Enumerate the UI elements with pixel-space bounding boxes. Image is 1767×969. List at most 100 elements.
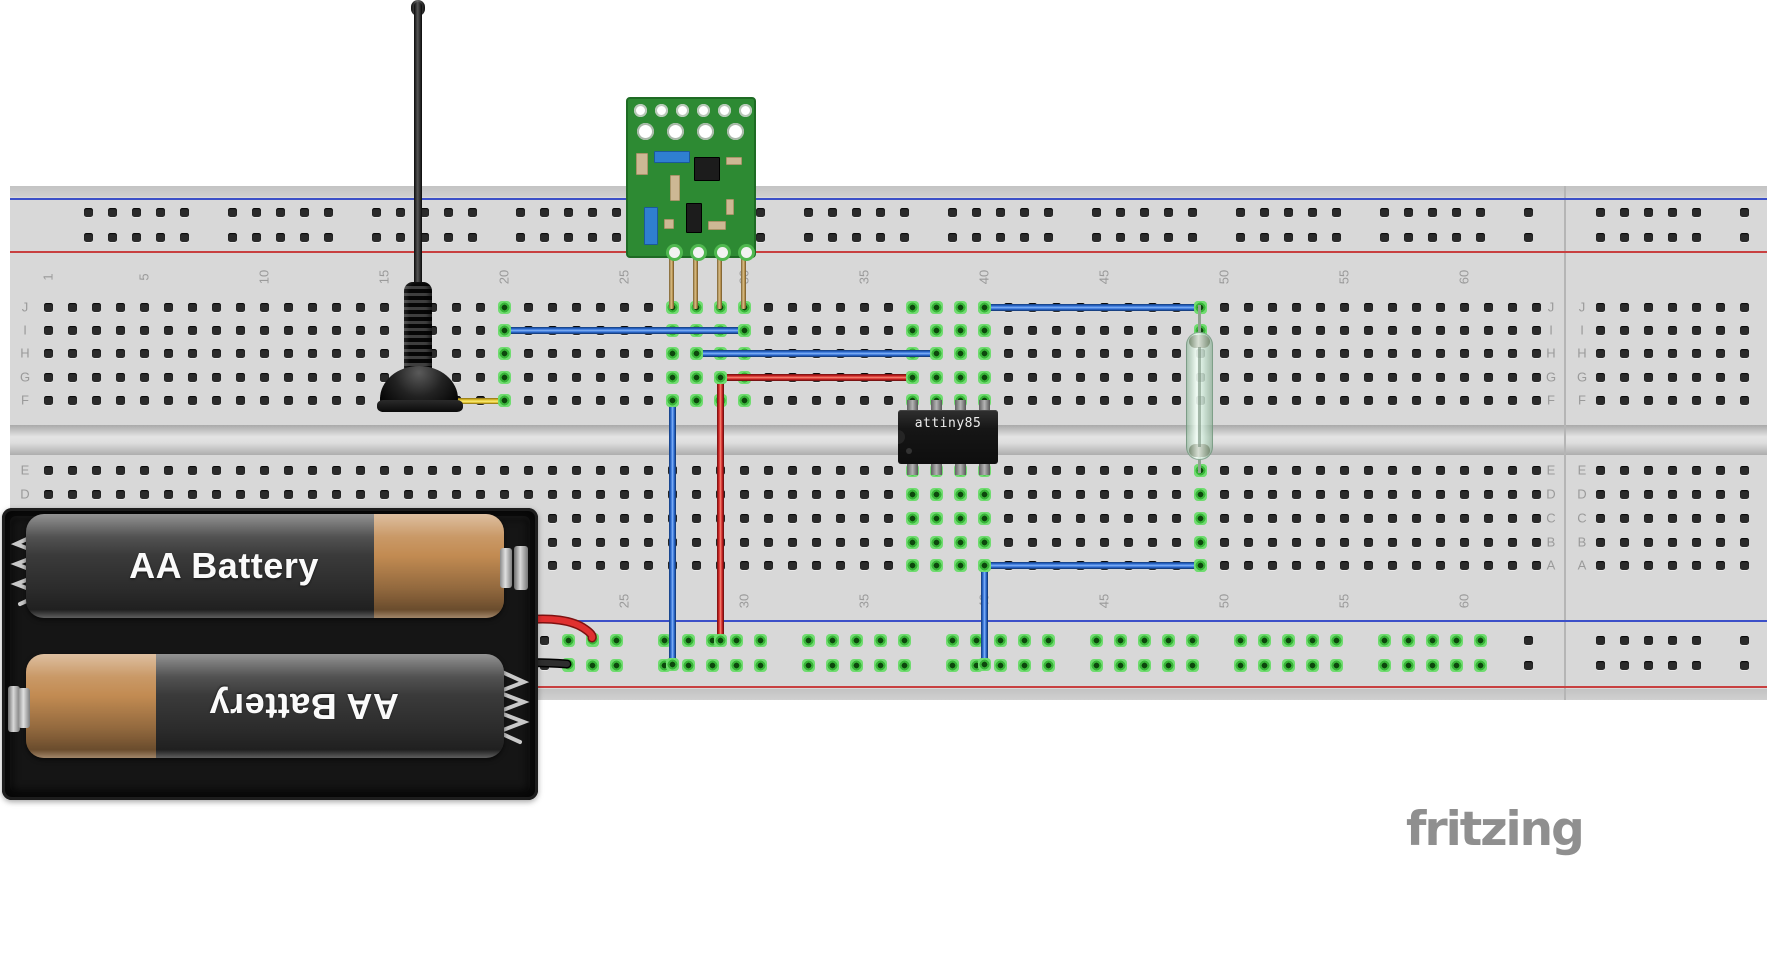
breadboard-hole[interactable] — [523, 302, 533, 312]
breadboard-hole[interactable] — [643, 489, 653, 499]
breadboard-hole[interactable] — [1595, 325, 1605, 335]
breadboard-hole[interactable] — [331, 489, 341, 499]
breadboard-hole[interactable] — [547, 560, 557, 570]
breadboard-hole[interactable] — [299, 232, 309, 242]
breadboard-hole[interactable] — [1051, 348, 1061, 358]
breadboard-hole[interactable] — [1363, 372, 1373, 382]
breadboard-hole[interactable] — [587, 207, 597, 217]
breadboard-hole[interactable] — [1123, 489, 1133, 499]
breadboard-hole[interactable] — [1691, 465, 1701, 475]
breadboard-hole[interactable] — [187, 348, 197, 358]
breadboard-hole[interactable] — [1027, 348, 1037, 358]
breadboard-hole[interactable] — [355, 465, 365, 475]
breadboard-hole[interactable] — [43, 395, 53, 405]
breadboard-hole[interactable] — [1363, 325, 1373, 335]
breadboard-hole[interactable] — [1507, 372, 1517, 382]
breadboard-hole[interactable] — [1435, 395, 1445, 405]
breadboard-hole[interactable] — [379, 325, 389, 335]
breadboard-hole[interactable] — [283, 325, 293, 335]
breadboard-hole[interactable] — [1643, 207, 1653, 217]
breadboard-hole[interactable] — [1283, 232, 1293, 242]
breadboard-hole[interactable] — [1691, 372, 1701, 382]
breadboard-hole[interactable] — [139, 372, 149, 382]
breadboard-hole[interactable] — [91, 302, 101, 312]
breadboard-hole[interactable] — [755, 207, 765, 217]
breadboard-hole[interactable] — [947, 232, 957, 242]
breadboard-hole[interactable] — [643, 560, 653, 570]
jumper-wire-blue-reed-gnd-horizontal[interactable] — [981, 562, 1203, 569]
breadboard-hole[interactable] — [235, 325, 245, 335]
breadboard-hole[interactable] — [1667, 348, 1677, 358]
breadboard-hole[interactable] — [1619, 372, 1629, 382]
breadboard-hole[interactable] — [1483, 560, 1493, 570]
breadboard-hole[interactable] — [763, 395, 773, 405]
breadboard-hole[interactable] — [1363, 560, 1373, 570]
breadboard-hole[interactable] — [1595, 302, 1605, 312]
breadboard-hole[interactable] — [1531, 560, 1541, 570]
jumper-wire-blue-gnd-vertical[interactable] — [669, 397, 676, 667]
rf-transmitter-module[interactable] — [626, 97, 756, 309]
breadboard-hole[interactable] — [1483, 537, 1493, 547]
breadboard-hole[interactable] — [1363, 395, 1373, 405]
breadboard-hole[interactable] — [115, 302, 125, 312]
breadboard-hole[interactable] — [1243, 513, 1253, 523]
breadboard-hole[interactable] — [307, 489, 317, 499]
breadboard-hole[interactable] — [523, 348, 533, 358]
breadboard-hole[interactable] — [691, 537, 701, 547]
breadboard-hole[interactable] — [1507, 302, 1517, 312]
breadboard-hole[interactable] — [451, 302, 461, 312]
breadboard-hole[interactable] — [1595, 489, 1605, 499]
breadboard-hole[interactable] — [355, 489, 365, 499]
breadboard-hole[interactable] — [763, 513, 773, 523]
breadboard-hole[interactable] — [1691, 325, 1701, 335]
breadboard-hole[interactable] — [1339, 348, 1349, 358]
breadboard-hole[interactable] — [163, 372, 173, 382]
breadboard-hole[interactable] — [1435, 348, 1445, 358]
breadboard-hole[interactable] — [811, 302, 821, 312]
breadboard-hole[interactable] — [1291, 372, 1301, 382]
breadboard-hole[interactable] — [1667, 207, 1677, 217]
breadboard-hole[interactable] — [1267, 395, 1277, 405]
breadboard-hole[interactable] — [259, 325, 269, 335]
breadboard-hole[interactable] — [643, 395, 653, 405]
aa-battery-top[interactable]: AA Battery — [26, 514, 504, 618]
breadboard-hole[interactable] — [1459, 302, 1469, 312]
breadboard-hole[interactable] — [1291, 302, 1301, 312]
breadboard-hole[interactable] — [643, 465, 653, 475]
breadboard-hole[interactable] — [427, 489, 437, 499]
breadboard-hole[interactable] — [451, 348, 461, 358]
breadboard-hole[interactable] — [139, 489, 149, 499]
breadboard-hole[interactable] — [859, 489, 869, 499]
breadboard-hole[interactable] — [1099, 372, 1109, 382]
breadboard-hole[interactable] — [1691, 537, 1701, 547]
breadboard-hole[interactable] — [643, 348, 653, 358]
breadboard-hole[interactable] — [475, 348, 485, 358]
breadboard-hole[interactable] — [1051, 489, 1061, 499]
breadboard-hole[interactable] — [691, 489, 701, 499]
breadboard-hole[interactable] — [1507, 513, 1517, 523]
breadboard-hole[interactable] — [1387, 489, 1397, 499]
breadboard-hole[interactable] — [643, 302, 653, 312]
breadboard-hole[interactable] — [1243, 325, 1253, 335]
breadboard-hole[interactable] — [187, 395, 197, 405]
breadboard-hole[interactable] — [643, 537, 653, 547]
breadboard-hole[interactable] — [1339, 325, 1349, 335]
breadboard-hole[interactable] — [1739, 207, 1749, 217]
breadboard-hole[interactable] — [1531, 489, 1541, 499]
breadboard-hole[interactable] — [1435, 513, 1445, 523]
breadboard-hole[interactable] — [1331, 232, 1341, 242]
breadboard-hole[interactable] — [379, 372, 389, 382]
breadboard-hole[interactable] — [1387, 513, 1397, 523]
breadboard-hole[interactable] — [539, 635, 549, 645]
breadboard-hole[interactable] — [443, 232, 453, 242]
breadboard-hole[interactable] — [1219, 302, 1229, 312]
breadboard-hole[interactable] — [451, 489, 461, 499]
breadboard-hole[interactable] — [1075, 537, 1085, 547]
breadboard-hole[interactable] — [1147, 395, 1157, 405]
breadboard-hole[interactable] — [1435, 489, 1445, 499]
module-pin[interactable] — [693, 255, 698, 309]
breadboard-hole[interactable] — [1243, 537, 1253, 547]
breadboard-hole[interactable] — [1147, 537, 1157, 547]
breadboard-hole[interactable] — [883, 395, 893, 405]
breadboard-hole[interactable] — [475, 489, 485, 499]
